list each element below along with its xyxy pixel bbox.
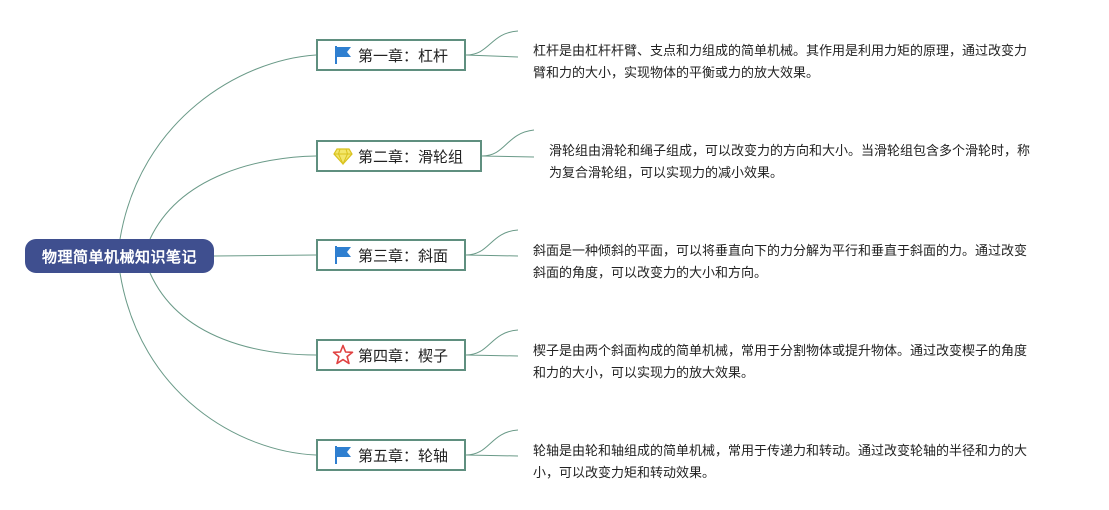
chapter-5-note: 轮轴是由轮和轴组成的简单机械，常用于传递力和转动。通过改变轮轴的半径和力的大小，… (533, 444, 1028, 481)
chapter-5-label: 第五章：轮轴 (358, 446, 449, 465)
diamond-icon (332, 145, 354, 167)
root-to-chapter-3-line (213, 254, 317, 257)
flag-icon (332, 44, 354, 66)
chapter-4-topic[interactable]: 第四章：楔子 (316, 339, 466, 371)
root-to-chapter-1-line (119, 54, 317, 240)
star-icon (332, 344, 354, 366)
root-to-chapter-5-line (119, 272, 317, 456)
chapter-4-note: 楔子是由两个斜面构成的简单机械，常用于分割物体或提升物体。通过改变楔子的角度和力… (533, 344, 1028, 381)
chapter-3-to-note-line (465, 229, 519, 257)
chapter-3-label: 第三章：斜面 (358, 246, 449, 265)
chapter-3-topic[interactable]: 第三章：斜面 (316, 239, 466, 271)
chapter-1-topic[interactable]: 第一章：杠杆 (316, 39, 466, 71)
chapter-2-to-note-line (481, 129, 535, 158)
chapter-5-topic[interactable]: 第五章：轮轴 (316, 439, 466, 471)
chapter-3-note: 斜面是一种倾斜的平面，可以将垂直向下的力分解为平行和垂直于斜面的力。通过改变斜面… (533, 244, 1028, 281)
chapter-1-label: 第一章：杠杆 (358, 46, 449, 65)
chapter-1-to-note-line (465, 30, 519, 58)
root-to-chapter-4-line (149, 272, 317, 356)
flag-icon (332, 444, 354, 466)
chapter-2-note: 滑轮组由滑轮和绳子组成，可以改变力的方向和大小。当滑轮组包含多个滑轮时，称为复合… (549, 144, 1031, 181)
root-title: 物理简单机械知识笔记 (41, 247, 197, 266)
chapter-2-label: 第二章：滑轮组 (358, 147, 464, 166)
root-topic[interactable]: 物理简单机械知识笔记 (25, 239, 214, 273)
root-to-chapter-2-line (149, 155, 317, 240)
flag-icon (332, 244, 354, 266)
chapter-5-to-note-line (465, 429, 519, 457)
chapter-1-note: 杠杆是由杠杆杆臂、支点和力组成的简单机械。其作用是利用力矩的原理，通过改变力臂和… (533, 44, 1028, 81)
chapter-4-label: 第四章：楔子 (358, 346, 449, 365)
chapter-4-to-note-line (465, 329, 519, 357)
chapter-2-topic[interactable]: 第二章：滑轮组 (316, 140, 482, 172)
